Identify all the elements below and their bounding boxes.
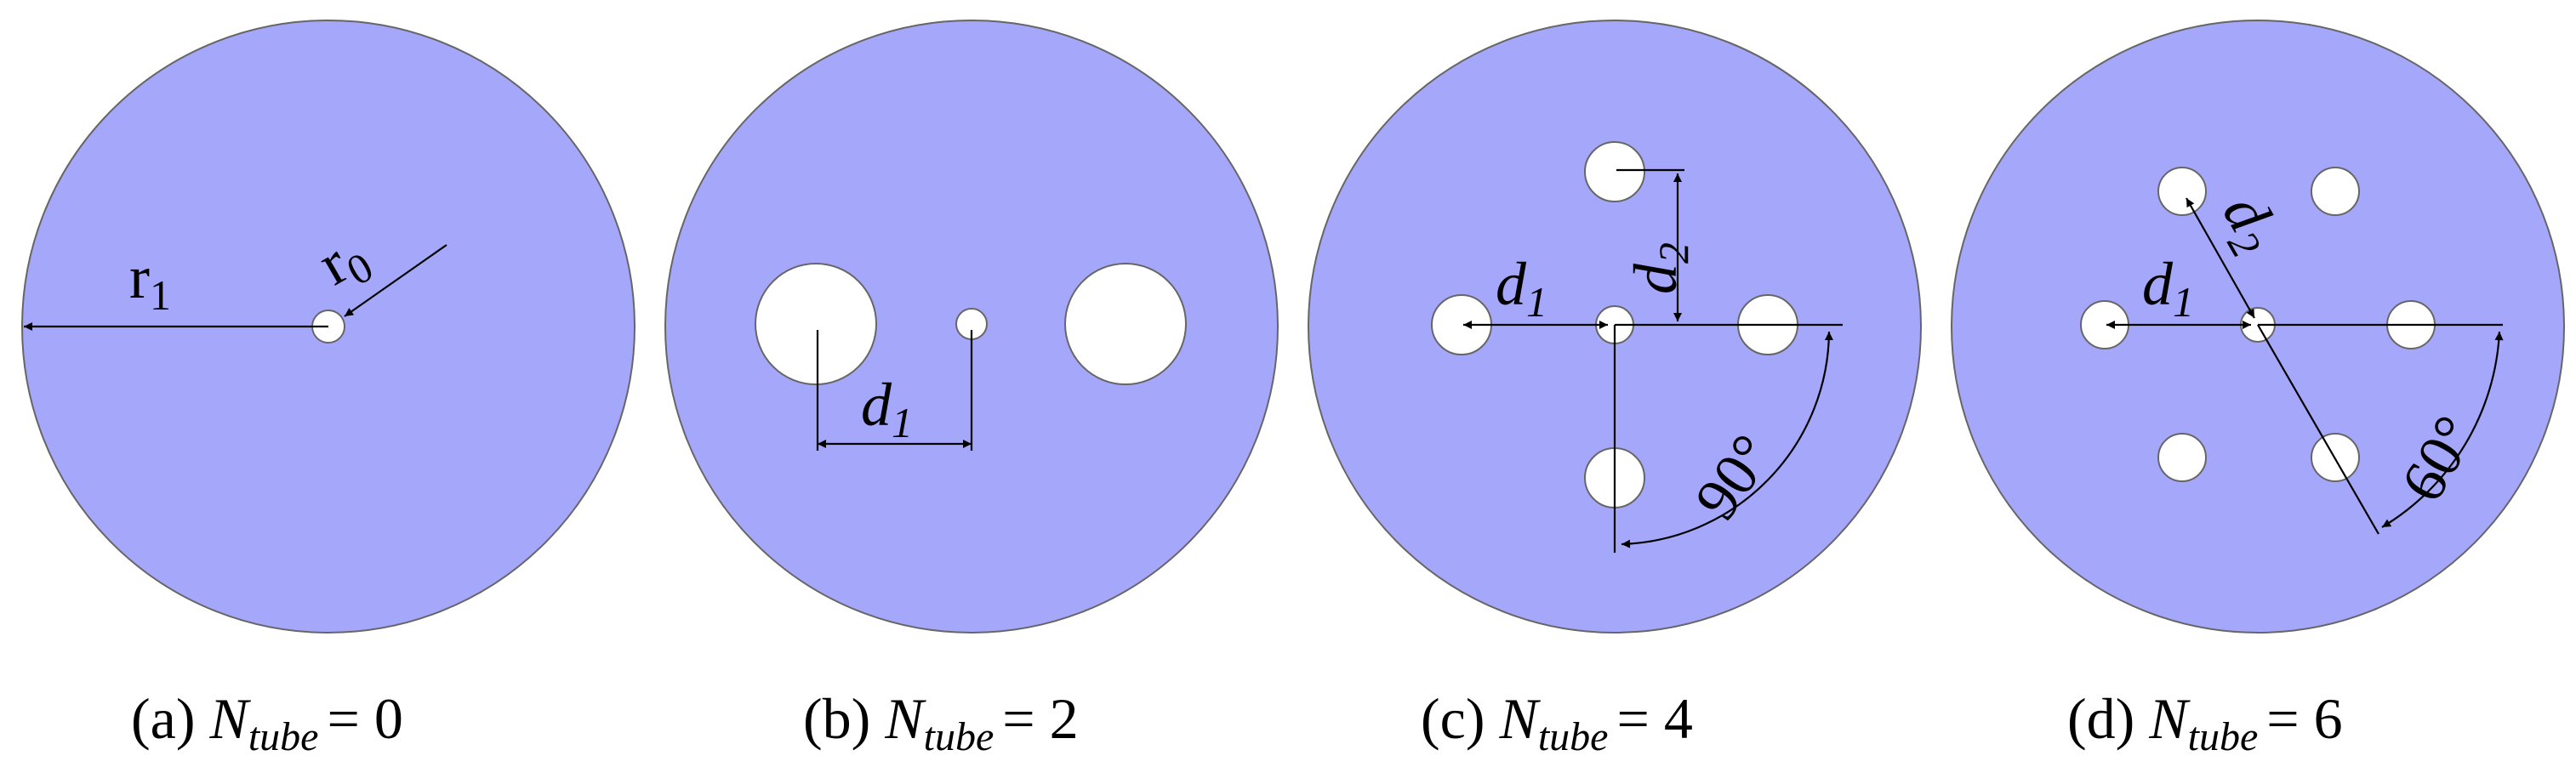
- upper-right-tube-d: [2311, 167, 2360, 216]
- right-tube-b: [1064, 263, 1187, 385]
- lower-left-tube-d: [2157, 433, 2207, 482]
- r0-leader-line: [344, 244, 447, 317]
- diagonal-axis-d: [2257, 324, 2379, 535]
- caption-b: (b) Ntube= 2: [803, 686, 1079, 759]
- r1-label: r1: [129, 243, 171, 319]
- caption-a: (a) Ntube= 0: [131, 686, 403, 759]
- d1-label: d1: [861, 371, 913, 446]
- angle-arc-60: [2381, 331, 2504, 528]
- upper-left-tube-d: [2157, 167, 2207, 216]
- angle-arc-90: [1621, 331, 1833, 548]
- d1-label-c: d1: [1496, 250, 1547, 326]
- caption-c: (c) Ntube= 4: [1421, 686, 1693, 759]
- caption-d: (d) Ntube= 6: [2067, 686, 2343, 759]
- panel-c: d1 d2 90° (c) Ntube= 4: [1308, 20, 1922, 759]
- left-tube-b: [755, 263, 877, 385]
- top-tube-c: [1584, 141, 1645, 202]
- panel-d: d1 d2 60° (d) Ntube= 6: [1951, 20, 2565, 759]
- panel-a: r1 r0 (a) Ntube= 0: [21, 20, 635, 759]
- d1-label-d: d1: [2142, 250, 2194, 326]
- panel-b: d1 (b) Ntube= 2: [664, 20, 1279, 759]
- d2-dimension-line-d: [2186, 197, 2255, 319]
- d2-label-c: d2: [1621, 242, 1697, 294]
